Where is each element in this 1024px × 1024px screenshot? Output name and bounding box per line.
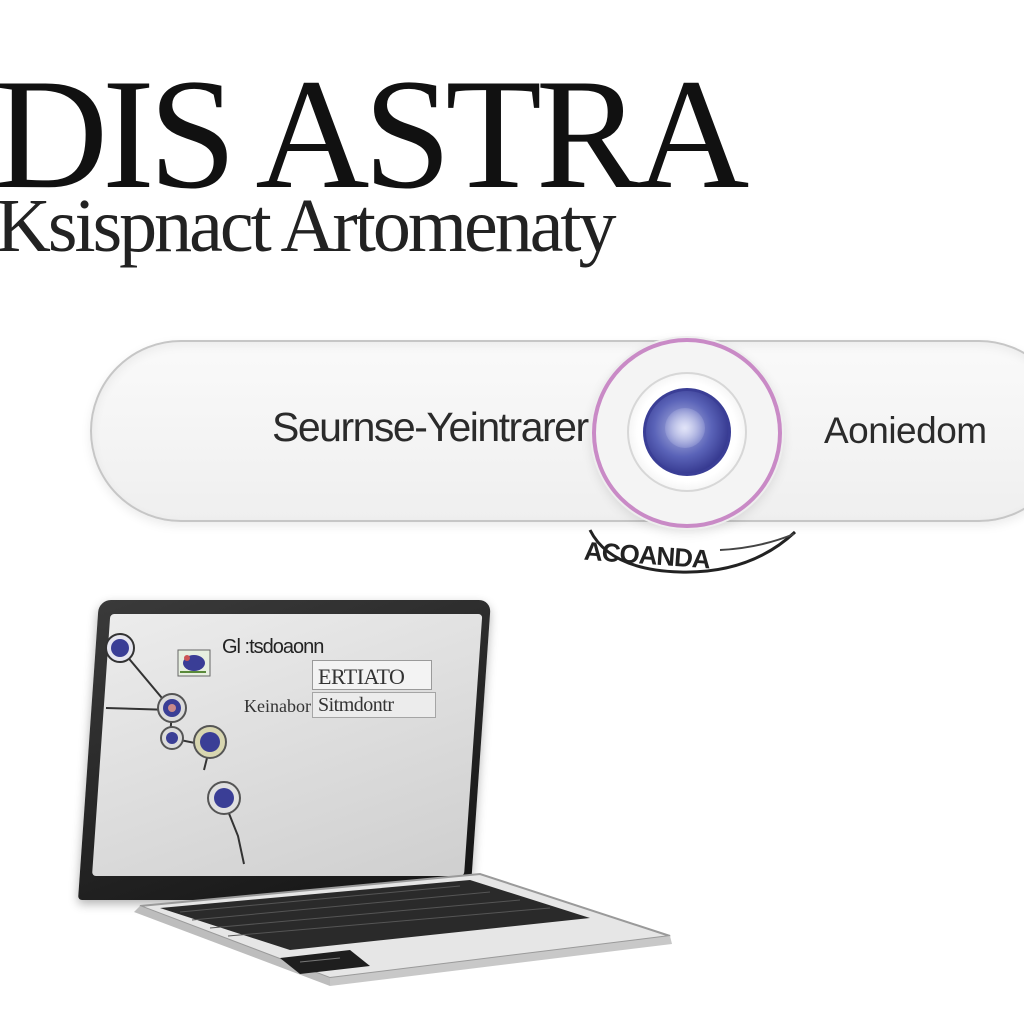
page-title: DIS ASTRA: [0, 47, 749, 222]
node-graph: [105, 633, 245, 865]
node-graph-links: [105, 647, 245, 865]
bird-icon: [177, 649, 211, 677]
screen-row-label: Keinabor: [244, 696, 311, 716]
screen-title: Gl :tsdoaonn: [222, 636, 324, 658]
screen-row-value: Sitmdontr: [318, 694, 394, 716]
lens-icon: [643, 388, 731, 476]
badge-arc-icon: [588, 529, 797, 574]
screen-field[interactable]: [312, 660, 432, 690]
laptop-base: [134, 872, 672, 986]
node-icon[interactable]: [160, 726, 184, 750]
toggle-left-label[interactable]: Seurnse-Yeintrarer: [272, 404, 589, 450]
page-subtitle: Ksispnact Artomenaty: [0, 184, 617, 268]
trackpad[interactable]: [280, 950, 370, 974]
node-icon[interactable]: [157, 693, 187, 723]
node-icon[interactable]: [207, 781, 241, 815]
mode-toggle-track[interactable]: [90, 340, 1024, 522]
toggle-right-label[interactable]: Aoniedom: [824, 410, 987, 451]
keyboard[interactable]: [160, 880, 590, 950]
lens-glint: [665, 408, 705, 448]
node-icon[interactable]: [193, 725, 227, 759]
screen-row-field[interactable]: [312, 692, 436, 718]
screen-field-value: ERTIATO: [318, 664, 405, 689]
node-icon[interactable]: [105, 633, 135, 663]
